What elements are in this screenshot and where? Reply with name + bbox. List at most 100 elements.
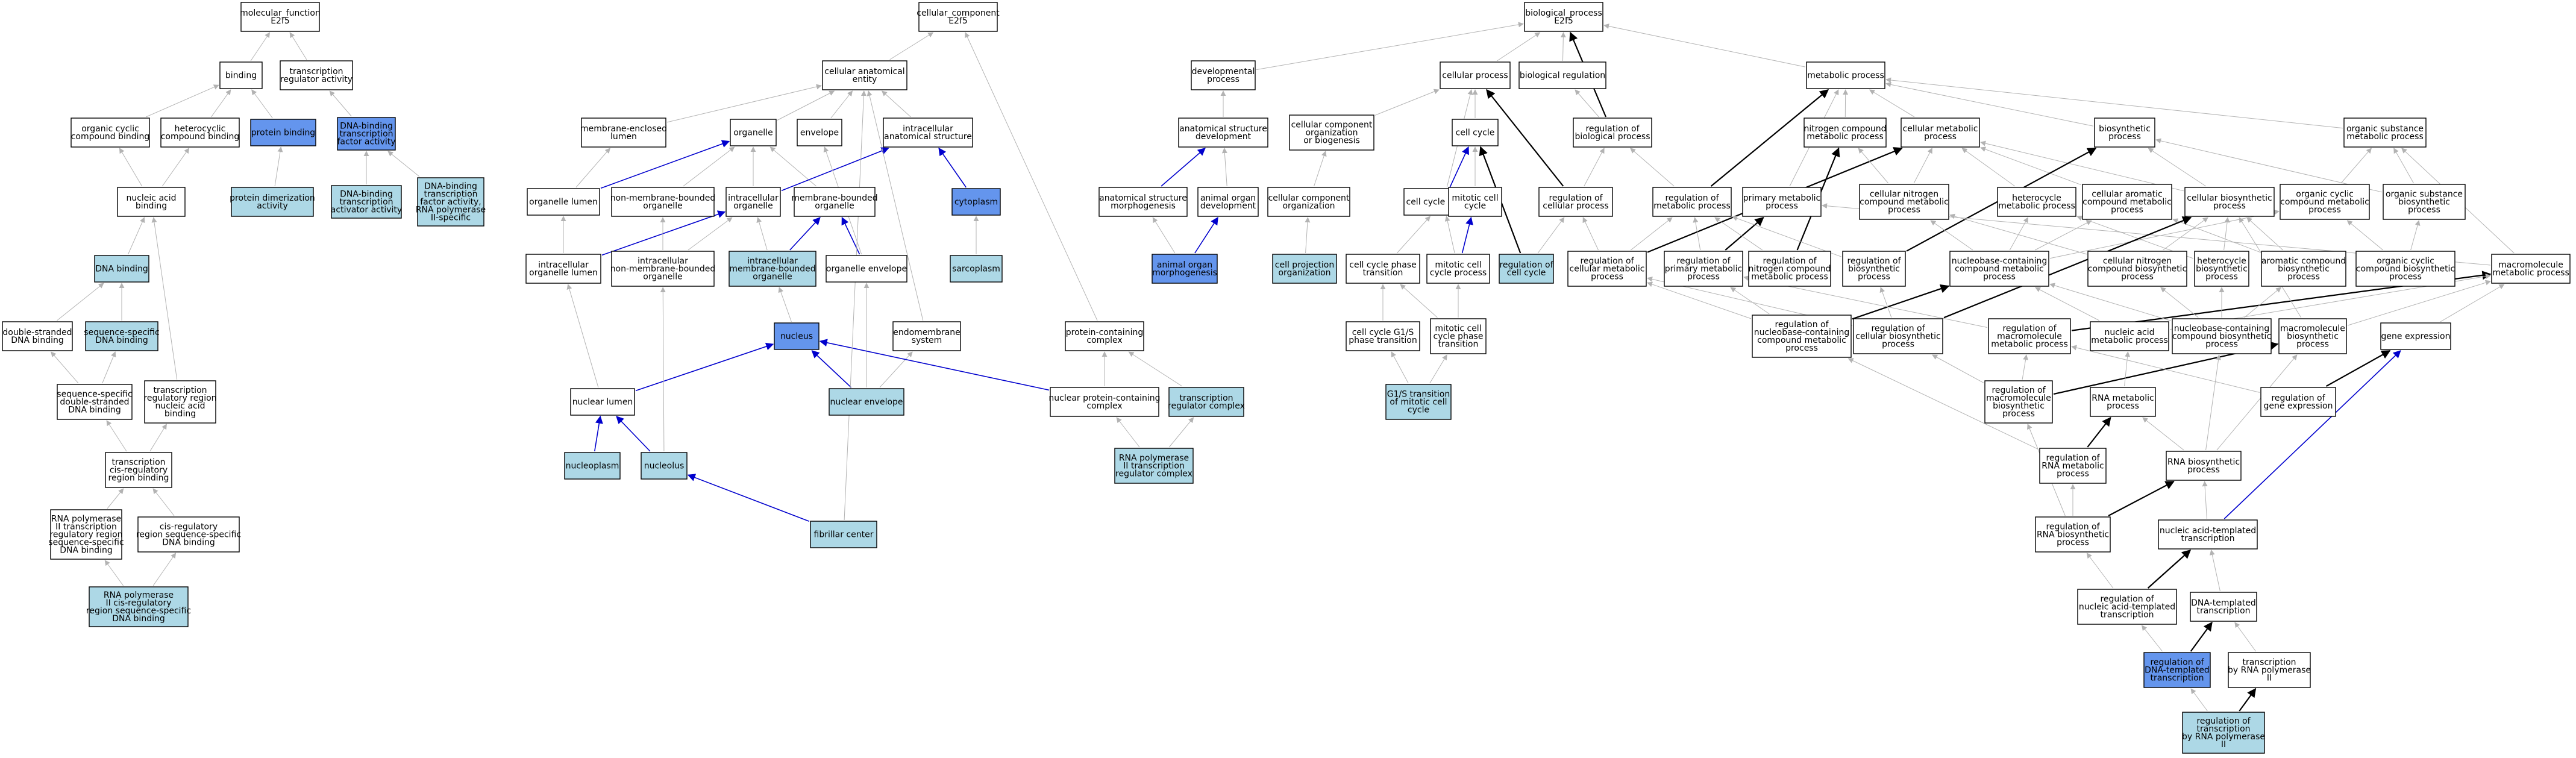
go-term-node-oenv[interactable]: organelle envelope (826, 255, 907, 282)
go-term-node-fc[interactable]: fibrillar center (810, 521, 877, 548)
go-term-node-rmbp[interactable]: regulation ofmacromoleculebiosyntheticpr… (1985, 381, 2052, 423)
go-term-node-ol[interactable]: organelle lumen (527, 189, 600, 215)
go-term-node-protb[interactable]: protein binding (251, 119, 316, 146)
go-term-node-dnab[interactable]: DNA binding (95, 255, 149, 282)
go-term-node-inmbo[interactable]: intracellularnon-membrane-boundedorganel… (610, 251, 716, 286)
go-term-node-nucleolus[interactable]: nucleolus (641, 453, 687, 479)
go-term-node-sarcoplasm[interactable]: sarcoplasm (950, 255, 1002, 282)
go-term-node-cytoplasm[interactable]: cytoplasm (952, 189, 1000, 215)
go-term-node-envelope[interactable]: envelope (797, 119, 842, 146)
go-term-node-nucleoplasm[interactable]: nucleoplasm (565, 453, 620, 479)
go-term-node-metp[interactable]: metabolic process (1807, 62, 1885, 89)
go-term-node-biol_reg[interactable]: biological regulation (1519, 62, 1606, 89)
go-term-node-organelle[interactable]: organelle (730, 119, 776, 146)
go-term-node-cellcycle[interactable]: cell cycle (1452, 119, 1498, 146)
go-term-node-nenv[interactable]: nuclear envelope (829, 389, 904, 415)
go-term-node-nucleus[interactable]: nucleus (774, 323, 819, 349)
go-term-node-rnbccmp[interactable]: regulation ofnucleobase-containingcompou… (1752, 315, 1851, 357)
go-term-node-ge[interactable]: gene expression (2381, 323, 2451, 349)
go-term-node-nlumen[interactable]: nuclear lumen (571, 389, 635, 415)
